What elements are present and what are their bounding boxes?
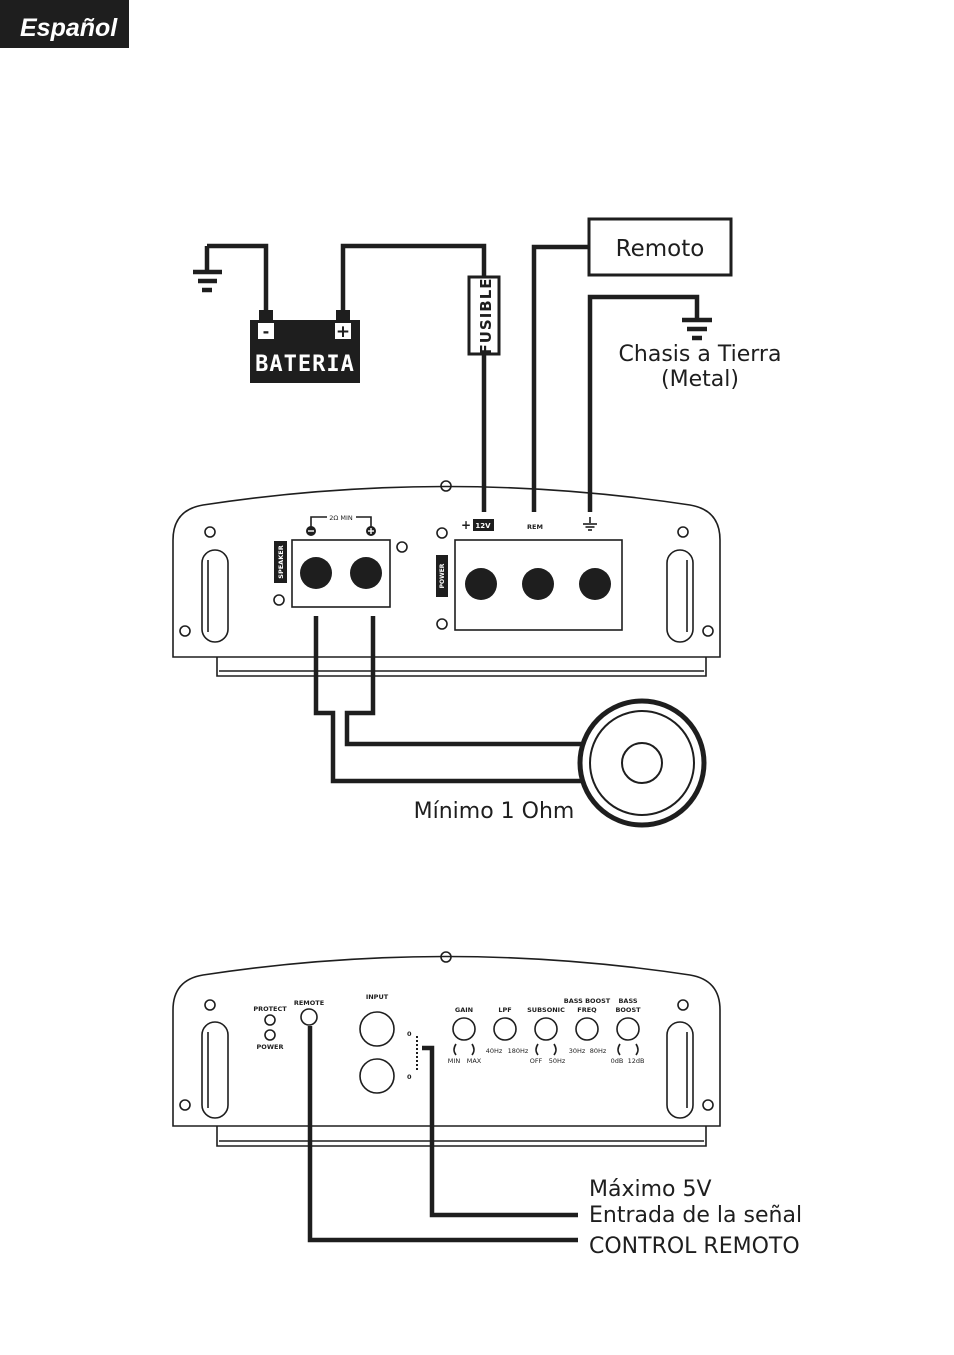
remote-box [587, 217, 733, 277]
subsonic-knob: SUBSONIC OFF 50Hz [527, 1006, 566, 1065]
bass-boost-freq-high: 80Hz [590, 1047, 607, 1055]
subsonic-label: SUBSONIC [527, 1006, 565, 1014]
speaker-neg-wire [313, 616, 585, 784]
speaker [577, 698, 707, 828]
subsonic-low: OFF [530, 1057, 543, 1065]
input-ch2-marker: 0 [407, 1073, 412, 1081]
speaker-pos-wire [344, 616, 585, 747]
bottom-wiring-diagram: PROTECT POWER REMOTE INPUT 0 0 GAIN MIN … [172, 951, 802, 1259]
rem-label: REM [527, 523, 543, 531]
lpf-high: 180Hz [508, 1047, 529, 1055]
lpf-low: 40Hz [486, 1047, 503, 1055]
gain-knob: GAIN MIN MAX [448, 1006, 482, 1065]
battery-neg-sign: - [263, 322, 270, 341]
remote-control-note: CONTROL REMOTO [589, 1234, 800, 1259]
gain-label: GAIN [455, 1006, 473, 1014]
bass-boost-label-1: BASS [618, 997, 637, 1005]
battery: - + BATERIA [250, 310, 360, 383]
chassis-ground-wire [587, 294, 700, 512]
fuse-label: FUSIBLE [477, 277, 495, 354]
subsonic-high: 50Hz [549, 1057, 566, 1065]
signal-input-wire [422, 1045, 578, 1218]
impedance-label: 2Ω MIN [329, 514, 353, 522]
ground-symbol-chassis [682, 317, 712, 341]
lpf-knob: LPF 40Hz 180Hz [486, 1006, 529, 1055]
fuse: FUSIBLE [467, 275, 501, 356]
power-label-top: POWER [439, 563, 446, 588]
ground-symbol-battery [193, 246, 222, 293]
speaker-label: SPEAKER [277, 545, 285, 578]
language-tab: Español [0, 0, 129, 48]
bass-boost-freq-label-1: BASS BOOST [564, 997, 611, 1005]
bass-boost-knob: BASS BOOST 0dB 12dB [611, 997, 645, 1065]
amplifier-top: SPEAKER 2Ω MIN POWER + 12V REM [172, 480, 721, 677]
bass-boost-high: 12dB [628, 1057, 645, 1065]
input-label: INPUT [366, 993, 389, 1001]
v12-label: 12V [475, 522, 491, 530]
bass-boost-label-2: BOOST [615, 1006, 641, 1014]
ground-icon-terminal [583, 517, 597, 531]
lpf-label: LPF [498, 1006, 511, 1014]
bass-boost-freq-label-2: FREQ [577, 1006, 597, 1014]
chassis-label-2: (Metal) [661, 367, 739, 392]
remote-box-label: Remoto [616, 236, 705, 262]
amplifier-bottom: PROTECT POWER REMOTE INPUT 0 0 GAIN MIN … [172, 951, 721, 1147]
max-voltage-note: Máximo 5V [589, 1177, 712, 1202]
remote-wire [531, 244, 589, 512]
chassis-label-1: Chasis a Tierra [619, 342, 782, 367]
gain-max: MAX [467, 1057, 482, 1065]
bass-boost-freq-low: 30Hz [569, 1047, 586, 1055]
remote-jack-label: REMOTE [294, 999, 324, 1007]
battery-pos-sign: + [336, 322, 350, 342]
input-ch1-marker: 0 [407, 1030, 412, 1038]
gain-min: MIN [448, 1057, 461, 1065]
protect-label: PROTECT [253, 1005, 287, 1013]
plus-12v-sign: + [461, 518, 471, 532]
battery-positive-wire [340, 243, 487, 312]
remote-control-wire [307, 1026, 578, 1243]
bass-boost-low: 0dB [611, 1057, 624, 1065]
bass-boost-freq-knob: BASS BOOST FREQ 30Hz 80Hz [564, 997, 611, 1055]
battery-ground-wire [207, 243, 269, 312]
speaker-note: Mínimo 1 Ohm [414, 799, 575, 824]
battery-label: BATERIA [255, 352, 355, 377]
power-led-label: POWER [257, 1043, 284, 1051]
top-wiring-diagram: - + BATERIA FUSIBLE Remoto Chasis a Tier… [172, 217, 782, 828]
signal-input-note: Entrada de la señal [589, 1203, 802, 1228]
